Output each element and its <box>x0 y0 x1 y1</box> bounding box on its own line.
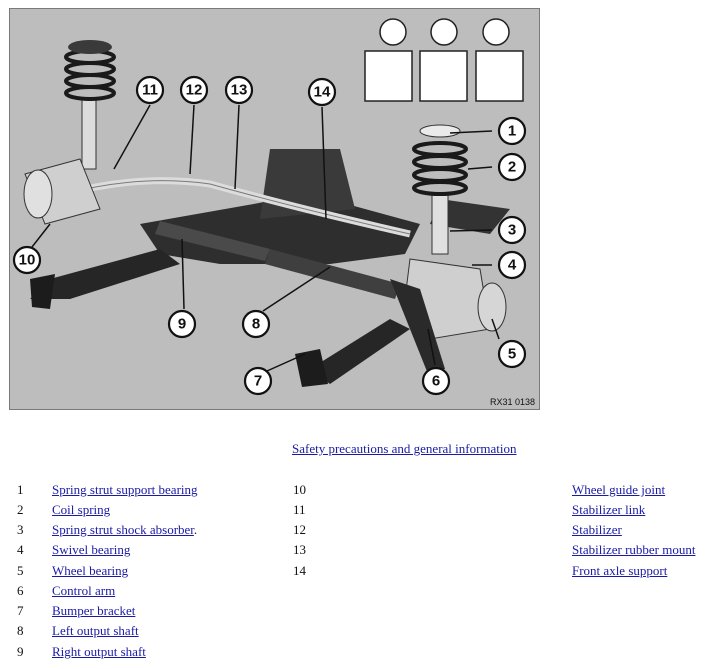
svg-text:10: 10 <box>19 252 36 269</box>
svg-text:13: 13 <box>231 82 248 99</box>
svg-text:8: 8 <box>252 316 260 333</box>
part-link-stabilizer-link[interactable]: Stabilizer link <box>572 502 646 517</box>
svg-text:2: 2 <box>508 159 516 176</box>
callout-10: 10 <box>12 245 42 275</box>
svg-text:12: 12 <box>186 82 203 99</box>
svg-text:11: 11 <box>142 82 158 99</box>
svg-text:4: 4 <box>508 257 517 274</box>
callout-3: 3 <box>497 215 527 245</box>
svg-text:9: 9 <box>178 316 186 333</box>
part-link-front-axle-support[interactable]: Front axle support <box>572 563 668 578</box>
part-link-left-output-shaft[interactable]: Left output shaft <box>52 623 139 638</box>
svg-text:14: 14 <box>314 84 331 101</box>
part-number: 3 <box>17 522 24 537</box>
axle-drawing <box>23 40 510 387</box>
part-link-wheel-bearing[interactable]: Wheel bearing <box>52 563 129 578</box>
diagram-code: RX31 0138 <box>489 397 535 407</box>
part-number: 11 <box>293 502 306 517</box>
part-link-spring-strut-support-bearing[interactable]: Spring strut support bearing <box>52 482 198 497</box>
callout-2: 2 <box>497 152 527 182</box>
callout-7: 7 <box>243 366 273 396</box>
callout-6: 6 <box>421 366 451 396</box>
part-number: 5 <box>17 563 24 578</box>
part-link-wheel-guide-joint[interactable]: Wheel guide joint <box>572 482 666 497</box>
part-number: 14 <box>293 563 306 578</box>
part-number: 2 <box>17 502 24 517</box>
placeholder-icons <box>364 18 524 102</box>
leader-lines <box>31 104 500 372</box>
callout-11: 11 <box>135 75 165 105</box>
svg-text:3: 3 <box>508 222 516 239</box>
part-number: 9 <box>17 644 24 659</box>
part-number: 6 <box>17 583 24 598</box>
callout-8: 8 <box>241 309 271 339</box>
safety-precautions-link[interactable]: Safety precautions and general informati… <box>292 441 517 456</box>
callout-12: 12 <box>179 75 209 105</box>
part-number: 1 <box>17 482 24 497</box>
part-link-bumper-bracket[interactable]: Bumper bracket <box>52 603 136 618</box>
part-link-stabilizer-rubber-mount[interactable]: Stabilizer rubber mount <box>572 542 696 557</box>
part-link-swivel-bearing[interactable]: Swivel bearing <box>52 542 131 557</box>
callout-9: 9 <box>167 309 197 339</box>
part-link-stabilizer[interactable]: Stabilizer <box>572 522 622 537</box>
part-link-control-arm[interactable]: Control arm <box>52 583 116 598</box>
part-label-group: Spring strut shock absorber. <box>52 521 197 539</box>
svg-text:7: 7 <box>254 373 262 390</box>
callout-5: 5 <box>497 339 527 369</box>
part-number: 4 <box>17 542 24 557</box>
svg-text:6: 6 <box>432 373 440 390</box>
part-link-spring-strut-shock-absorber[interactable]: Spring strut shock absorber <box>52 522 194 537</box>
part-number: 12 <box>293 522 306 537</box>
part-number: 13 <box>293 542 306 557</box>
callout-13: 13 <box>224 75 254 105</box>
part-link-right-output-shaft[interactable]: Right output shaft <box>52 644 146 659</box>
callout-14: 14 <box>307 77 337 107</box>
part-number: 10 <box>293 482 306 497</box>
callout-1: 1 <box>497 116 527 146</box>
front-axle-diagram: 1 2 3 4 5 6 7 8 9 10 11 12 13 14 RX31 01… <box>9 8 540 410</box>
part-label-suffix: . <box>193 522 198 537</box>
part-link-coil-spring[interactable]: Coil spring <box>52 502 111 517</box>
callout-4: 4 <box>497 250 527 280</box>
part-number: 8 <box>17 623 24 638</box>
svg-text:5: 5 <box>508 346 516 363</box>
part-number: 7 <box>17 603 24 618</box>
svg-text:1: 1 <box>508 123 516 140</box>
